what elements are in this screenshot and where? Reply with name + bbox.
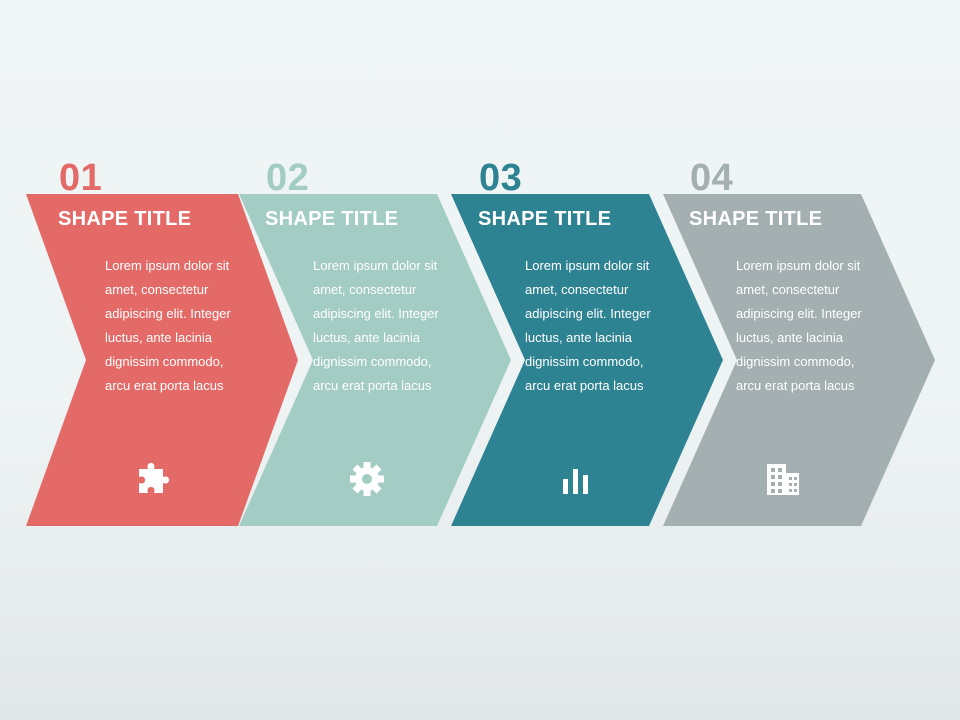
chevron-shape	[26, 194, 298, 526]
step-number-2: 02	[266, 157, 310, 199]
step-4-body: Lorem ipsum dolor sit amet, consectetur …	[736, 258, 862, 393]
gear-icon	[348, 460, 386, 498]
step-2-chevron: SHAPE TITLE Lorem ipsum dolor sit amet, …	[239, 194, 511, 526]
step-number-4: 04	[690, 157, 734, 199]
step-4-title: SHAPE TITLE	[689, 208, 823, 230]
step-4-chevron: SHAPE TITLE Lorem ipsum dolor sit amet, …	[663, 194, 935, 526]
step-1-title: SHAPE TITLE	[58, 208, 192, 230]
step-3-title: SHAPE TITLE	[478, 208, 612, 230]
building-icon	[764, 460, 802, 498]
step-1-chevron: SHAPE TITLE Lorem ipsum dolor sit amet, …	[26, 194, 298, 526]
chevron-shape	[451, 194, 723, 526]
step-1-body: Lorem ipsum dolor sit amet, consectetur …	[105, 258, 231, 393]
bar-chart-icon	[557, 460, 595, 498]
step-3-chevron: SHAPE TITLE Lorem ipsum dolor sit amet, …	[451, 194, 723, 526]
step-number-3: 03	[479, 157, 523, 199]
puzzle-icon	[136, 460, 174, 498]
step-2-body: Lorem ipsum dolor sit amet, consectetur …	[313, 258, 439, 393]
step-3-body: Lorem ipsum dolor sit amet, consectetur …	[525, 258, 651, 393]
step-2-title: SHAPE TITLE	[265, 208, 399, 230]
chevron-shape	[239, 194, 511, 526]
chevron-shape	[663, 194, 935, 526]
step-number-1: 01	[59, 157, 103, 199]
